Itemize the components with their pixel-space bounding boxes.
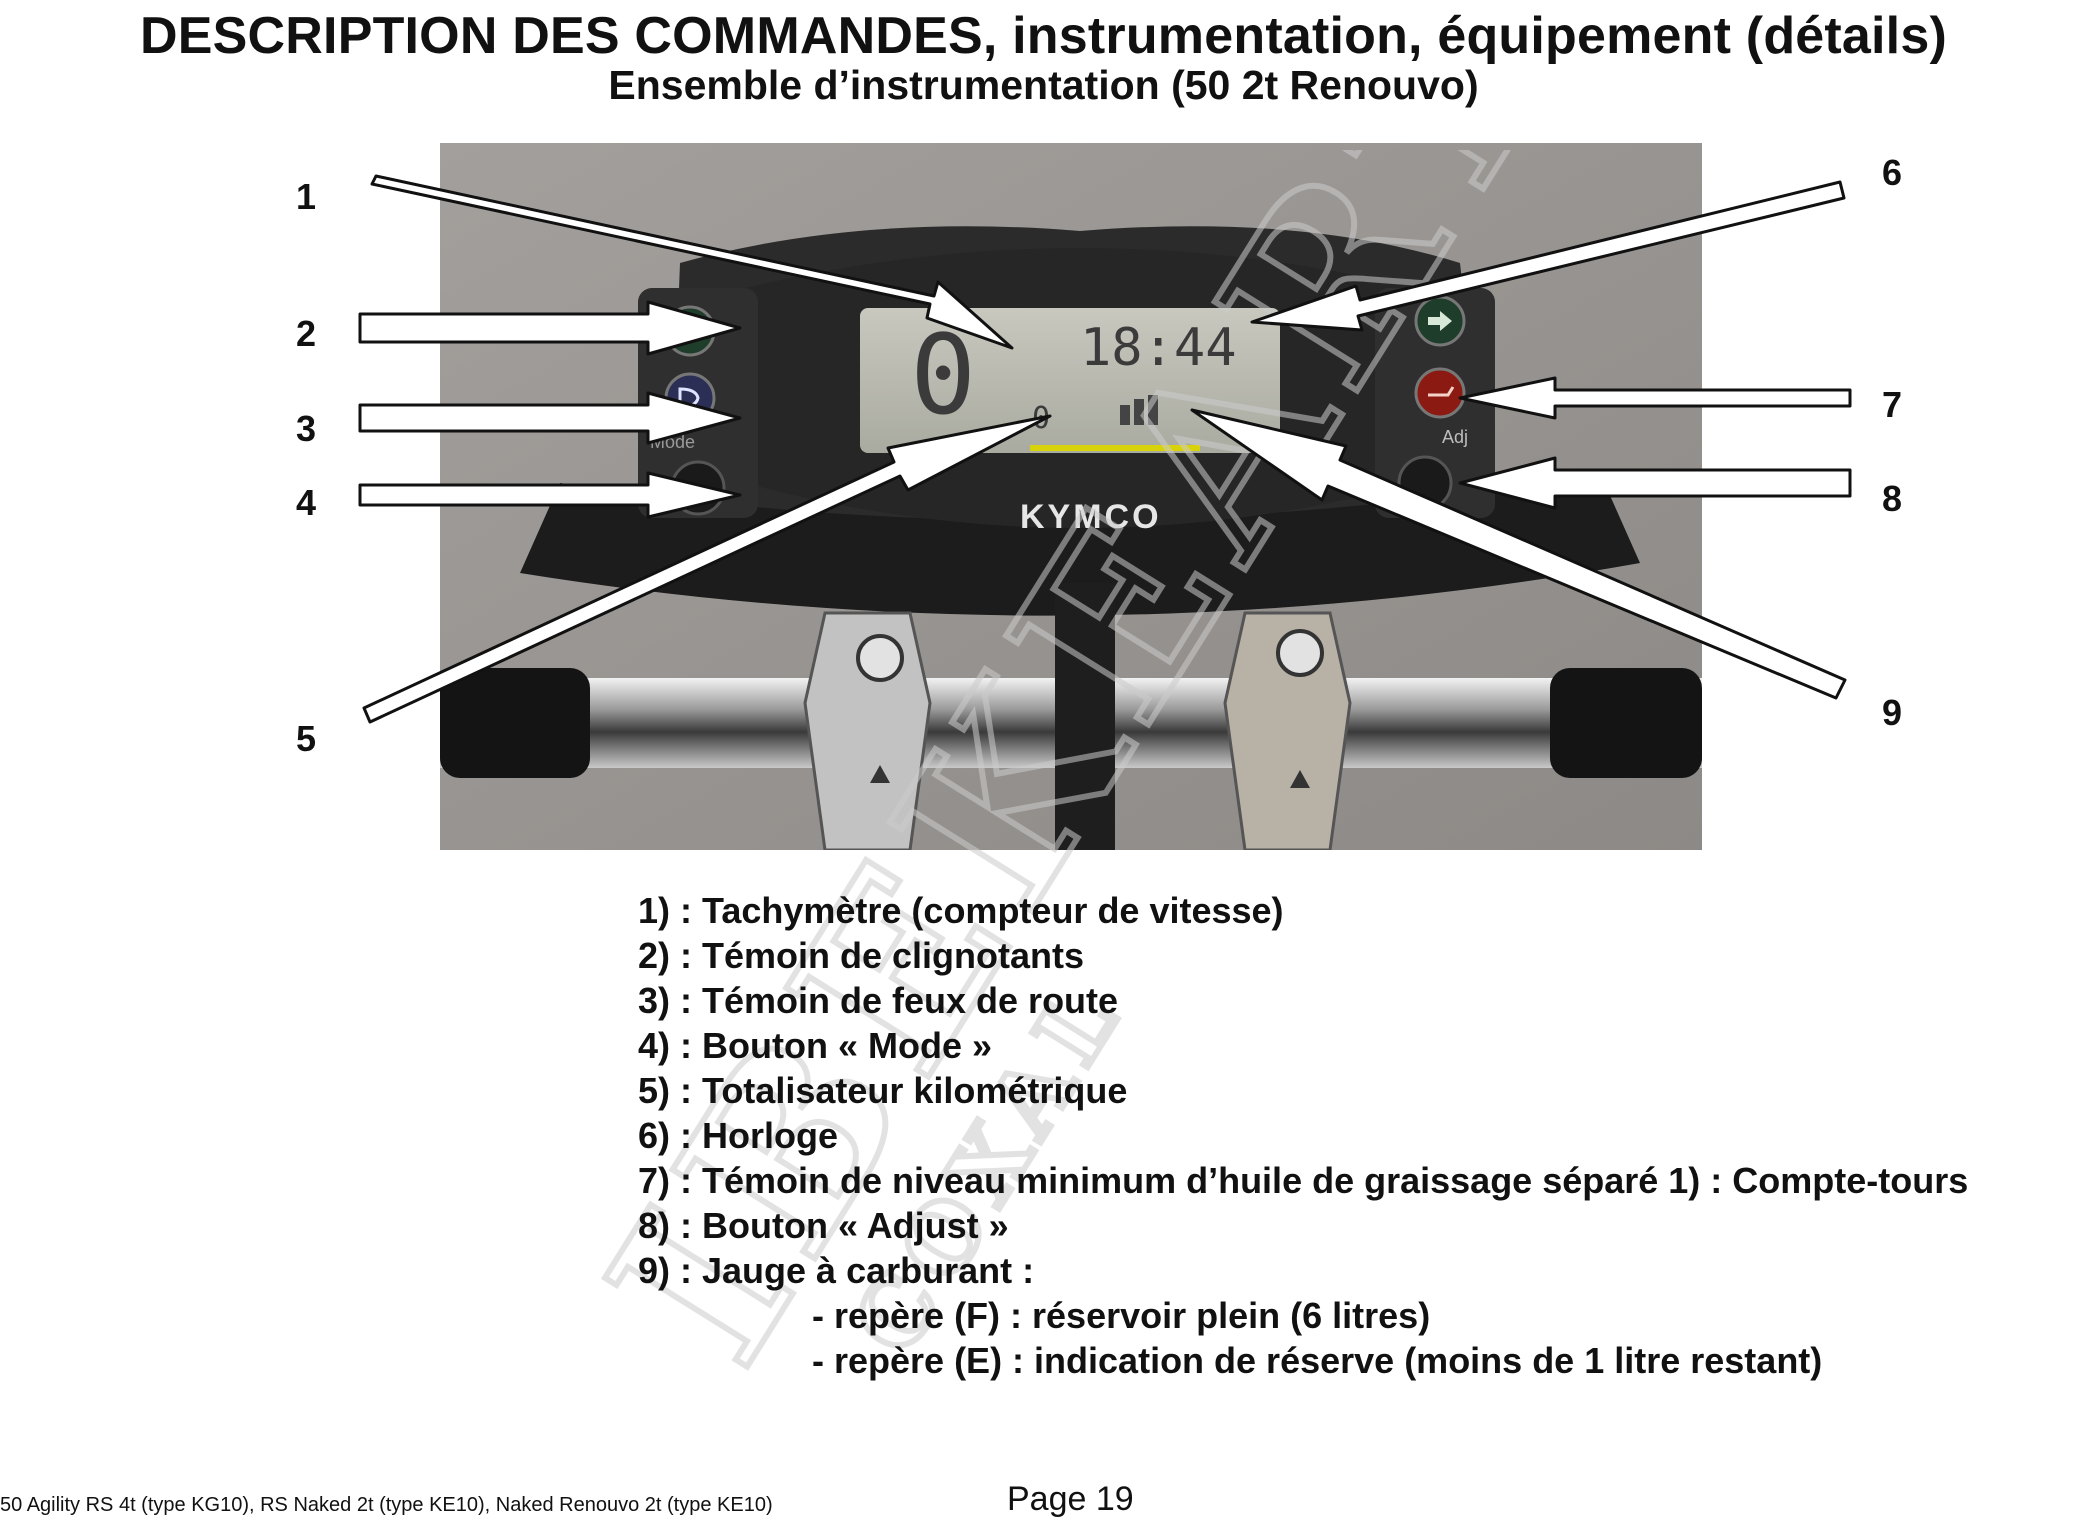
lcd-clock: 18:44 [1080,318,1237,378]
legend-item: 5) : Totalisateur kilométrique [638,1070,1128,1111]
legend-item: 4) : Bouton « Mode » [638,1025,992,1066]
legend-item: 2) : Témoin de clignotants [638,935,1085,976]
legend-item: 6) : Horloge [638,1115,839,1156]
legend-item: 8) : Bouton « Adjust » [638,1205,1009,1246]
legend: 1) : Tachymètre (compteur de vitesse) 2)… [638,888,1968,1383]
instrument-cluster-photo: 0 18:44 0 KYMCO Mode [440,143,1702,850]
callout-number-1: 1 [295,176,317,217]
legend-item: 7) : Témoin de niveau minimum d’huile de… [638,1160,1969,1201]
page-subtitle: Ensemble d’instrumentation (50 2t Renouv… [608,62,1479,108]
legend-subitem: - repère (F) : réservoir plein (6 litres… [812,1295,1431,1336]
adj-label: Adj [1442,427,1468,447]
legend-subitem: - repère (E) : indication de réserve (mo… [812,1340,1823,1381]
callout-number-5: 5 [295,718,317,759]
callout-number-7: 7 [1881,384,1903,425]
page-number: Page 19 [1007,1480,1134,1518]
footer-models: 50 Agility RS 4t (type KG10), RS Naked 2… [0,1494,773,1516]
adjust-button[interactable] [1397,455,1453,511]
callout-number-2: 2 [295,313,317,354]
callout-number-9: 9 [1881,692,1903,733]
lcd-speed: 0 [910,311,976,439]
callout-number-8: 8 [1881,478,1903,519]
callout-number-3: 3 [295,408,317,449]
page-title: DESCRIPTION DES COMMANDES, instrumentati… [140,7,1947,65]
legend-item: 1) : Tachymètre (compteur de vitesse) [638,890,1284,931]
mode-label: Mode [650,432,695,452]
callout-number-4: 4 [295,482,317,523]
high-beam-indicator [664,372,716,424]
oil-level-indicator [1414,367,1466,419]
legend-item: 3) : Témoin de feux de route [638,980,1119,1021]
callout-number-6: 6 [1881,152,1903,193]
lcd-odo: 0 [1032,401,1050,436]
brand-logo: KYMCO [1020,498,1162,536]
legend-item: 9) : Jauge à carburant : [638,1250,1035,1291]
mode-button[interactable] [670,460,726,516]
